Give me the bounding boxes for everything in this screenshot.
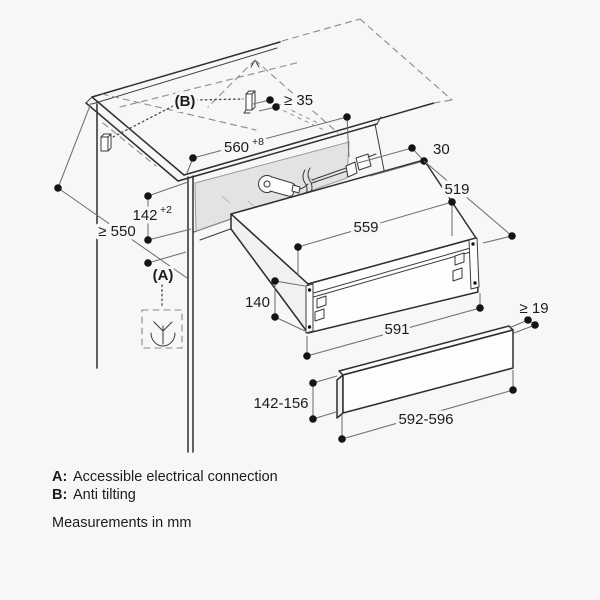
flange-hole [452, 267, 463, 282]
furniture-front-panel [336, 325, 514, 419]
panel-front-face [342, 329, 514, 414]
dim-19 [508, 316, 539, 334]
worktop-back-edge [91, 41, 281, 98]
callout-b-leader-left [112, 105, 174, 138]
flange-hole [316, 295, 327, 309]
worktop-hidden-line-2 [119, 61, 301, 108]
dim-19-label: ≥ 19 [519, 300, 548, 317]
dim-550-label: ≥ 550 [98, 223, 135, 240]
dim-30 [357, 144, 428, 177]
cable-break-icon [302, 167, 313, 197]
dim-142-sup: +2 [160, 204, 172, 216]
niche-right-edge [374, 123, 385, 171]
flange-hole [454, 252, 465, 266]
callout-a-box [141, 309, 183, 349]
worktop-back-edge-inner [91, 47, 278, 105]
worktop-front-hidden [433, 99, 453, 104]
panel-left-edge [336, 374, 344, 419]
drawer-front-recess [309, 246, 475, 299]
dim-591 [303, 293, 484, 360]
worktop-left-edge-lower [85, 102, 179, 182]
legend: A: Accessible electrical connection B: A… [52, 469, 278, 531]
dim-519-label: 519 [444, 181, 469, 198]
mounting-flange-left [305, 283, 327, 334]
dim-142-label: 142 [132, 207, 157, 224]
dim-560-sup: +8 [252, 136, 264, 148]
anti-tilt-bracket-side-icon [100, 133, 112, 152]
callout-a-label: (A) [153, 267, 174, 284]
dim-519 [423, 160, 516, 244]
power-plug-icon [258, 175, 301, 197]
projection-dash-right [254, 59, 339, 134]
legend-a-text: Accessible electrical connection [73, 469, 278, 485]
dim-550 [54, 102, 188, 279]
dim-142-156 [309, 375, 338, 423]
dim-592-596 [338, 370, 517, 443]
legend-a-key: A: [52, 469, 67, 485]
niche-area [194, 123, 385, 241]
cable-connector-icon [345, 153, 377, 178]
dimension-lines [54, 96, 539, 443]
worktop-front-edge [183, 102, 435, 176]
appliance-body [230, 159, 480, 334]
worktop-hidden-line-1 [101, 93, 257, 131]
dim-560 [186, 113, 351, 174]
mains-cable [299, 167, 348, 197]
worktop-right-end-hidden [359, 18, 453, 101]
dim-140-label: 140 [245, 294, 270, 311]
dim-142-156-label: 142-156 [253, 395, 308, 412]
dim-559-label: 559 [353, 219, 378, 236]
callout-b-leader-right [195, 98, 244, 101]
worktop-left-edge [91, 96, 185, 176]
dim-142 [144, 181, 192, 267]
dim-591-label: 591 [384, 321, 409, 338]
mounting-flange-right [452, 237, 480, 290]
legend-b-key: B: [52, 487, 67, 503]
worktop-front-break [376, 116, 382, 125]
dim-560-label: 560 [224, 139, 249, 156]
dim-30-label: 30 [433, 141, 450, 158]
left-panel-hidden-line [102, 122, 157, 167]
flange-hole [314, 308, 325, 322]
niche-partition-wall [187, 175, 194, 453]
dim-35-label: ≥ 35 [284, 92, 313, 109]
legend-b-text: Anti tilting [73, 487, 136, 503]
dim-592-596-label: 592-596 [398, 411, 453, 428]
measurements-note: Measurements in mm [52, 515, 191, 531]
cabinet-outline [85, 18, 453, 453]
callout-a [141, 284, 183, 349]
callout-b-label: (B) [175, 93, 196, 110]
dimension-labels: 560 +8 ≥ 35 30 519 559 142 +2 ≥ 550 140 … [95, 89, 552, 432]
socket-symbol-icon [150, 321, 176, 347]
worktop-left-cap [85, 96, 93, 104]
dim-140 [271, 277, 306, 332]
dim-559 [294, 198, 456, 275]
worktop-back-hidden [281, 18, 361, 42]
worktop-front-edge-lower [177, 123, 378, 182]
dim-35 [252, 96, 327, 132]
anti-tilt-bracket-icon [243, 90, 256, 114]
